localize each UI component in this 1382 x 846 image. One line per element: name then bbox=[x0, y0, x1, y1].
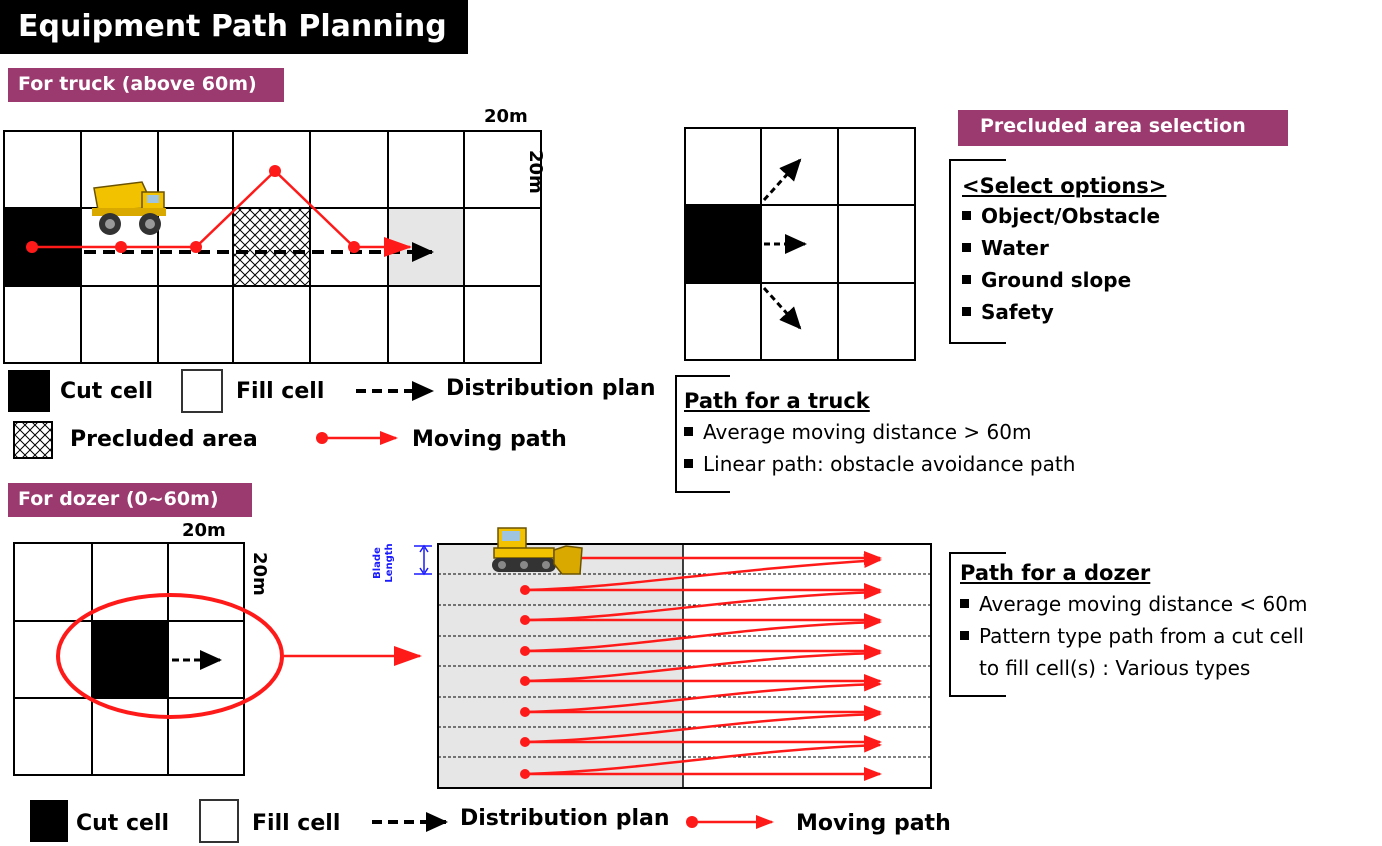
dozer-path-item-label: Average moving distance < 60m bbox=[979, 592, 1308, 616]
dozer-dim-width: 20m bbox=[182, 520, 226, 541]
option-label: Water bbox=[981, 236, 1049, 260]
blade-label-line2: Length bbox=[384, 543, 395, 583]
option-item: Water bbox=[962, 232, 1166, 264]
panel-brackets bbox=[675, 159, 1006, 697]
blade-label-line1: Blade bbox=[372, 547, 383, 579]
bullet-icon bbox=[684, 459, 693, 468]
option-item: Safety bbox=[962, 296, 1166, 328]
dozer-section-tag: For dozer (0~60m) bbox=[8, 483, 252, 517]
blade-length-label: Blade Length bbox=[372, 543, 412, 585]
truck-grid bbox=[3, 130, 542, 364]
dozer-dim-height: 20m bbox=[249, 552, 270, 596]
bullet-icon bbox=[962, 211, 971, 220]
dozer-legend-distribution-plan: Distribution plan bbox=[460, 806, 670, 831]
dozer-legend-moving-path: Moving path bbox=[796, 811, 951, 836]
option-item: Object/Obstacle bbox=[962, 200, 1166, 232]
dump-truck-icon bbox=[92, 181, 166, 235]
dozer-legend-cut-cell: Cut cell bbox=[76, 811, 170, 836]
dozer-path-item-label: Pattern type path from a cut cell bbox=[979, 624, 1304, 648]
legend-moving-path: Moving path bbox=[412, 427, 567, 452]
precluded-options-panel: <Select options> Object/Obstacle Water G… bbox=[962, 172, 1166, 328]
options-title: <Select options> bbox=[962, 174, 1167, 198]
dozer-detail bbox=[414, 543, 932, 789]
option-label: Ground slope bbox=[981, 268, 1132, 292]
dozer-path-item: Pattern type path from a cut cell bbox=[960, 620, 1307, 652]
page-title: Equipment Path Planning bbox=[0, 0, 468, 54]
truck-legend-graphics bbox=[8, 369, 434, 459]
truck-path-item: Linear path: obstacle avoidance path bbox=[684, 448, 1075, 480]
option-label: Object/Obstacle bbox=[981, 204, 1161, 228]
legend-precluded-area: Precluded area bbox=[70, 427, 258, 452]
bullet-icon bbox=[962, 275, 971, 284]
bullet-icon bbox=[962, 307, 971, 316]
legend-fill-cell: Fill cell bbox=[236, 379, 325, 404]
truck-path-item-label: Linear path: obstacle avoidance path bbox=[703, 452, 1076, 476]
bullet-icon bbox=[960, 631, 969, 640]
truck-path-item-label: Average moving distance > 60m bbox=[703, 420, 1032, 444]
legend-distribution-plan: Distribution plan bbox=[446, 376, 656, 401]
precluded-grid bbox=[684, 127, 916, 361]
bullet-icon bbox=[960, 599, 969, 608]
dozer-path-item: Average moving distance < 60m bbox=[960, 588, 1307, 620]
precluded-selection-tag: Precluded area selection bbox=[958, 110, 1288, 146]
dozer-legend-fill-cell: Fill cell bbox=[252, 811, 341, 836]
truck-dim-height: 20m bbox=[525, 150, 546, 194]
truck-path-panel: Path for a truck Average moving distance… bbox=[684, 386, 1075, 480]
dozer-path-panel: Path for a dozer Average moving distance… bbox=[960, 558, 1307, 684]
dozer-grid bbox=[13, 542, 422, 776]
truck-path-item: Average moving distance > 60m bbox=[684, 416, 1075, 448]
truck-path-title: Path for a truck bbox=[684, 389, 870, 413]
dozer-path-title: Path for a dozer bbox=[960, 561, 1151, 585]
truck-dim-width: 20m bbox=[484, 106, 528, 127]
truck-section-tag: For truck (above 60m) bbox=[8, 68, 284, 102]
dozer-path-item-cont: to fill cell(s) : Various types bbox=[979, 656, 1251, 680]
dozer-legend-graphics bbox=[30, 799, 774, 843]
bullet-icon bbox=[684, 427, 693, 436]
bulldozer-icon bbox=[492, 527, 583, 575]
legend-cut-cell: Cut cell bbox=[60, 379, 154, 404]
option-item: Ground slope bbox=[962, 264, 1166, 296]
bullet-icon bbox=[962, 243, 971, 252]
option-label: Safety bbox=[981, 300, 1054, 324]
